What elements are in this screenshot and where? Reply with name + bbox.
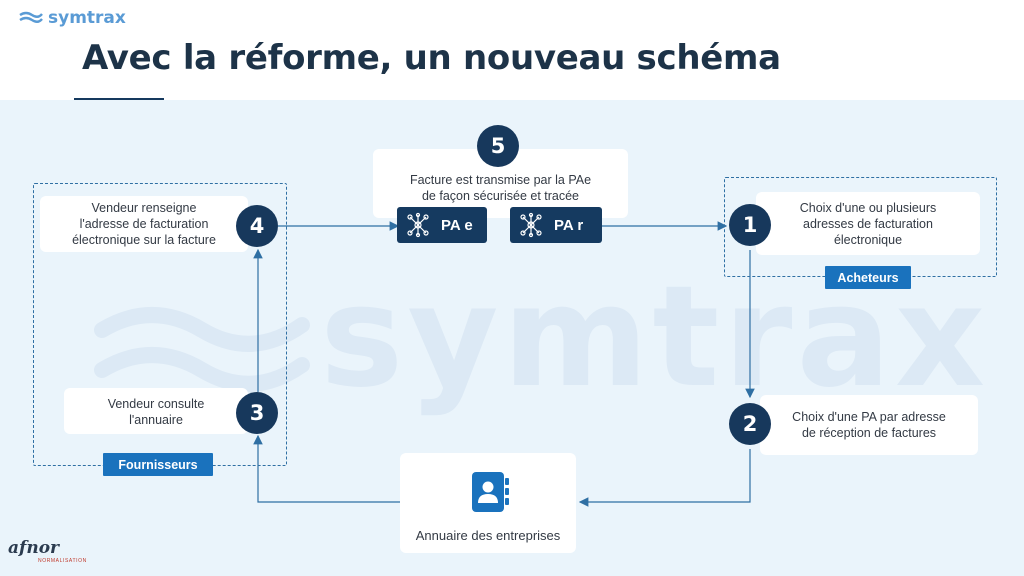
network-icon [407,212,429,238]
afnor-sublabel: NORMALISATION [38,558,87,564]
brand-name: symtrax [48,8,126,28]
step5-text-line: de façon sécurisée et tracée [421,189,580,203]
afnor-logo-text: afnor [8,538,59,558]
address-book-icon [472,472,509,512]
buyers-label: Acheteurs [825,266,911,289]
waves-icon [19,11,43,23]
brand-logo: symtrax [18,8,126,28]
step2-text-line: Choix d'une PA par adresse [792,410,946,424]
step4-text-line: électronique sur la facture [72,233,216,247]
page-title: Avec la réforme, un nouveau schéma [82,38,781,78]
step5-text-line: Facture est transmise par la PAe [409,173,592,187]
suppliers-label: Fournisseurs [103,453,213,476]
step4-text-line: l'adresse de facturation [79,217,209,231]
step2-badge: 2 [729,403,771,445]
step2-text-line: de réception de factures [801,426,937,440]
step3-badge: 3 [236,392,278,434]
step1-card: Choix d'une ou plusieurs adresses de fac… [756,192,980,255]
step1-text-line: Choix d'une ou plusieurs [799,201,937,215]
slide-header [0,0,1024,100]
step4-card: Vendeur renseigne l'adresse de facturati… [40,196,248,252]
step3-card: Vendeur consulte l'annuaire [64,388,248,434]
pa-reception-box: PA r [510,207,602,243]
directory-card: Annuaire des entreprises [400,453,576,553]
pa-emission-box: PA e [397,207,487,243]
step4-text-line: Vendeur renseigne [91,201,197,215]
step1-text-line: adresses de facturation [803,217,933,231]
directory-label: Annuaire des entreprises [415,528,561,543]
step2-card: Choix d'une PA par adresse de réception … [760,395,978,455]
step3-text-line: l'annuaire [129,413,183,427]
pa-reception-label: PA r [554,216,584,234]
pa-emission-label: PA e [441,216,473,234]
step5-badge: 5 [477,125,519,167]
watermark-waves-icon [94,307,310,392]
afnor-logo: afnor NORMALISATION [8,538,87,565]
step1-text-line: électronique [833,233,903,247]
step3-text-line: Vendeur consulte [107,397,205,411]
watermark-text: symtrax [320,256,990,419]
network-icon [520,212,542,238]
step4-badge: 4 [236,205,278,247]
step1-badge: 1 [729,204,771,246]
